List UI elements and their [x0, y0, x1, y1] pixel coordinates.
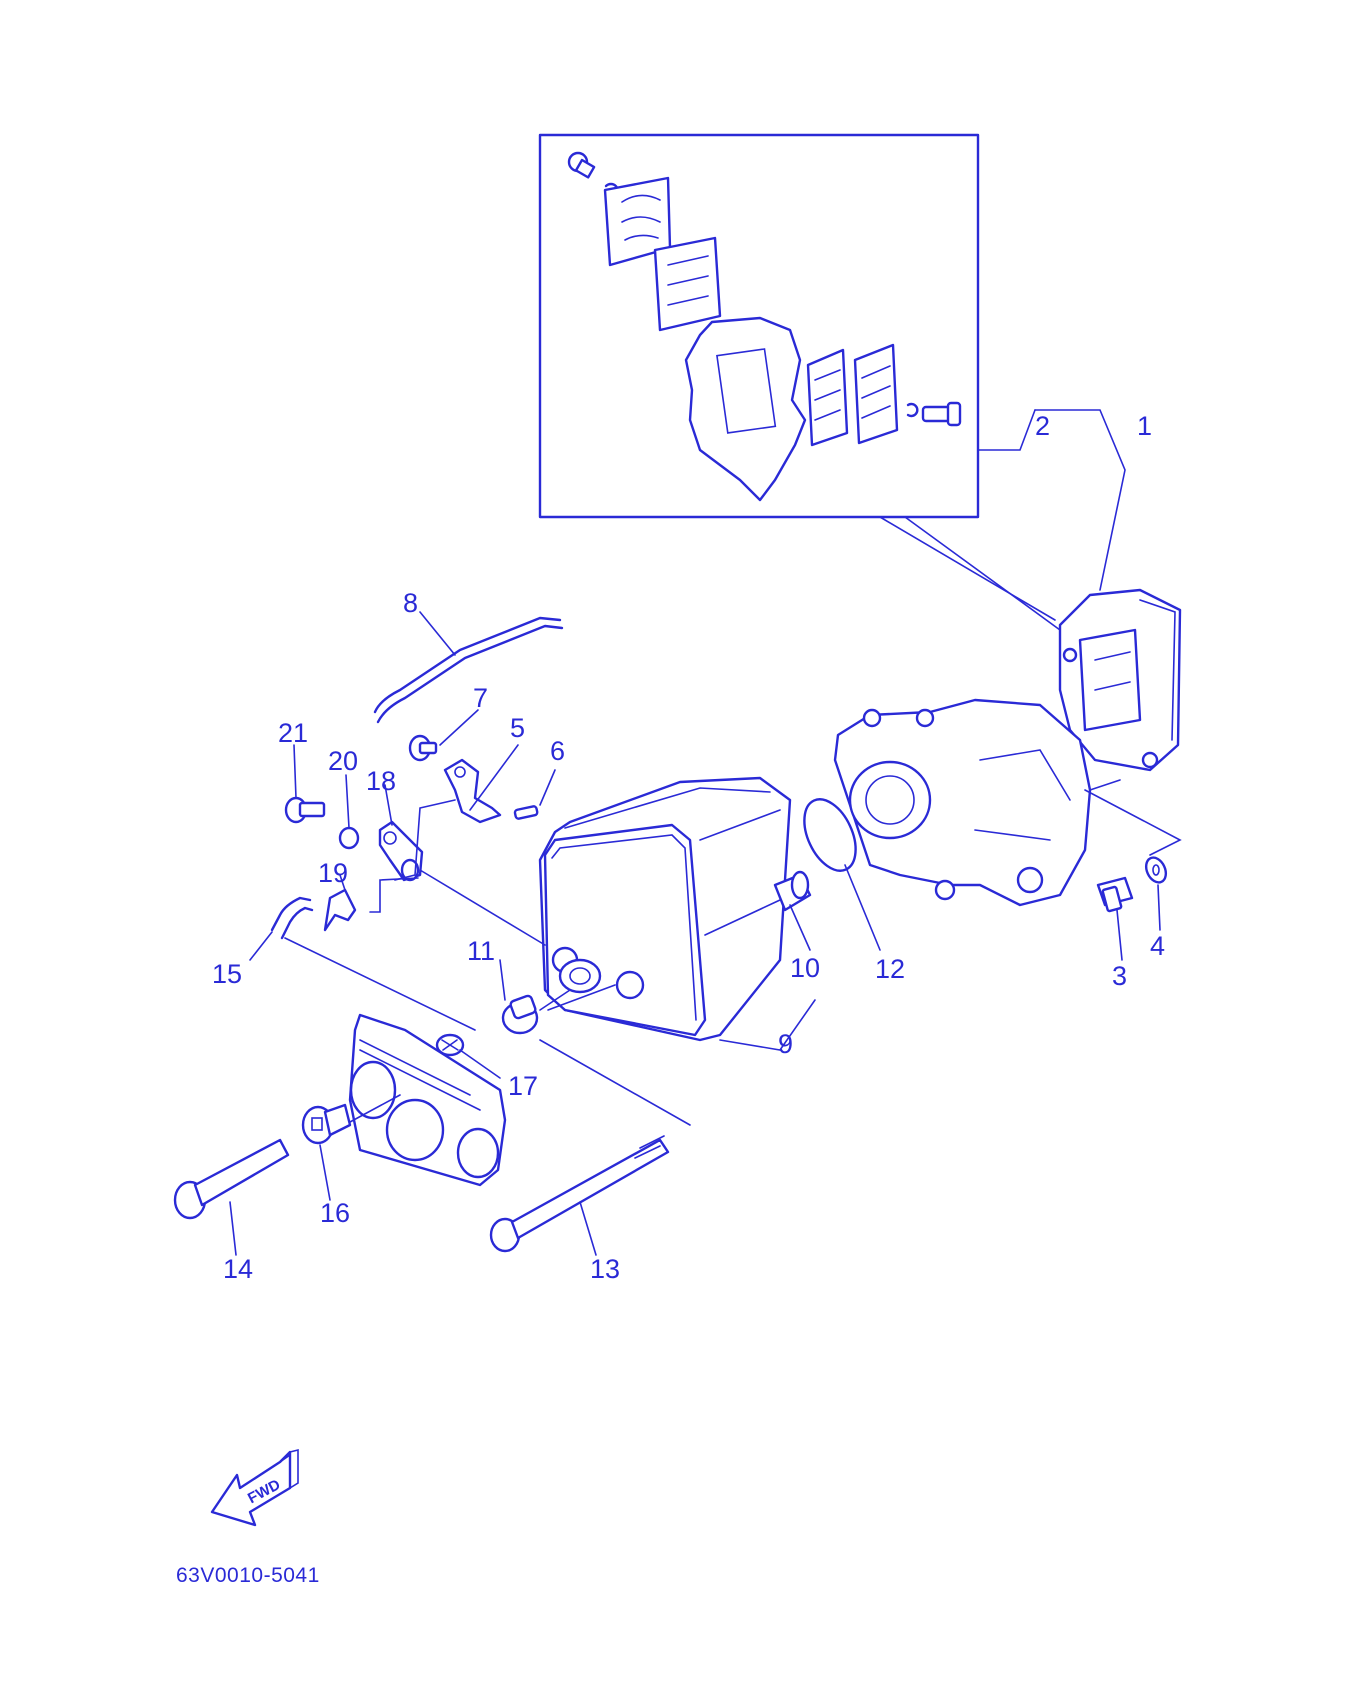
clip-17 [435, 1033, 501, 1079]
callout-20: 20 [328, 746, 358, 776]
intake-silencer-9 [538, 776, 792, 1042]
hose-15 [249, 896, 476, 1031]
inset-reed-valve-3 [853, 343, 899, 445]
clip-19 [323, 874, 419, 932]
bolt-3 [1096, 876, 1134, 961]
grommet-16 [301, 1094, 401, 1201]
inset-reed-valve-2 [806, 348, 849, 447]
callout-4: 4 [1150, 931, 1165, 961]
inset-screw-top [567, 151, 596, 179]
callout-14: 14 [223, 1254, 253, 1284]
lever-5 [443, 744, 519, 824]
callout-21: 21 [278, 718, 308, 748]
plug-11 [499, 959, 571, 1035]
callout-labels: 1 2 3 4 5 6 7 8 9 10 11 12 13 14 15 16 1… [212, 411, 1165, 1284]
callout-17: 17 [508, 1071, 538, 1101]
callout-15: 15 [212, 959, 242, 989]
callout-12: 12 [875, 954, 905, 984]
callout-2: 2 [1035, 411, 1050, 441]
callout-3: 3 [1112, 961, 1127, 991]
reed-valve-assembly [1058, 588, 1182, 772]
clip-7 [408, 709, 479, 762]
washer-20 [338, 774, 360, 850]
rod-8 [373, 611, 564, 724]
callout-8: 8 [403, 588, 418, 618]
callout-9: 9 [778, 1029, 793, 1059]
callout-19: 19 [318, 858, 348, 888]
bracket-18 [378, 784, 546, 946]
callout-11: 11 [467, 936, 495, 966]
bolt-13 [489, 1039, 691, 1256]
callout-13: 13 [590, 1254, 620, 1284]
callout-7: 7 [473, 683, 488, 713]
carburetor [833, 698, 1092, 907]
figure-code: 63V0010-5041 [176, 1564, 320, 1587]
callout-10: 10 [790, 953, 820, 983]
inset-reed-valve [653, 236, 722, 332]
fwd-arrow-icon: FWD [210, 1448, 299, 1527]
bolt-14 [173, 1138, 290, 1256]
reed-valve-detail-inset [538, 133, 980, 519]
gasket-12 [803, 798, 881, 951]
inset-gasket [684, 316, 807, 502]
fitting-10 [773, 870, 812, 951]
callout-5: 5 [510, 713, 525, 743]
callout-16: 16 [320, 1198, 350, 1228]
screw-21 [284, 744, 326, 824]
callout-1: 1 [1137, 411, 1152, 441]
washer-4 [1144, 856, 1168, 931]
callout-6: 6 [550, 736, 565, 766]
housing-bracket [348, 1013, 507, 1187]
pin-6 [513, 769, 556, 820]
callout-18: 18 [366, 766, 396, 796]
